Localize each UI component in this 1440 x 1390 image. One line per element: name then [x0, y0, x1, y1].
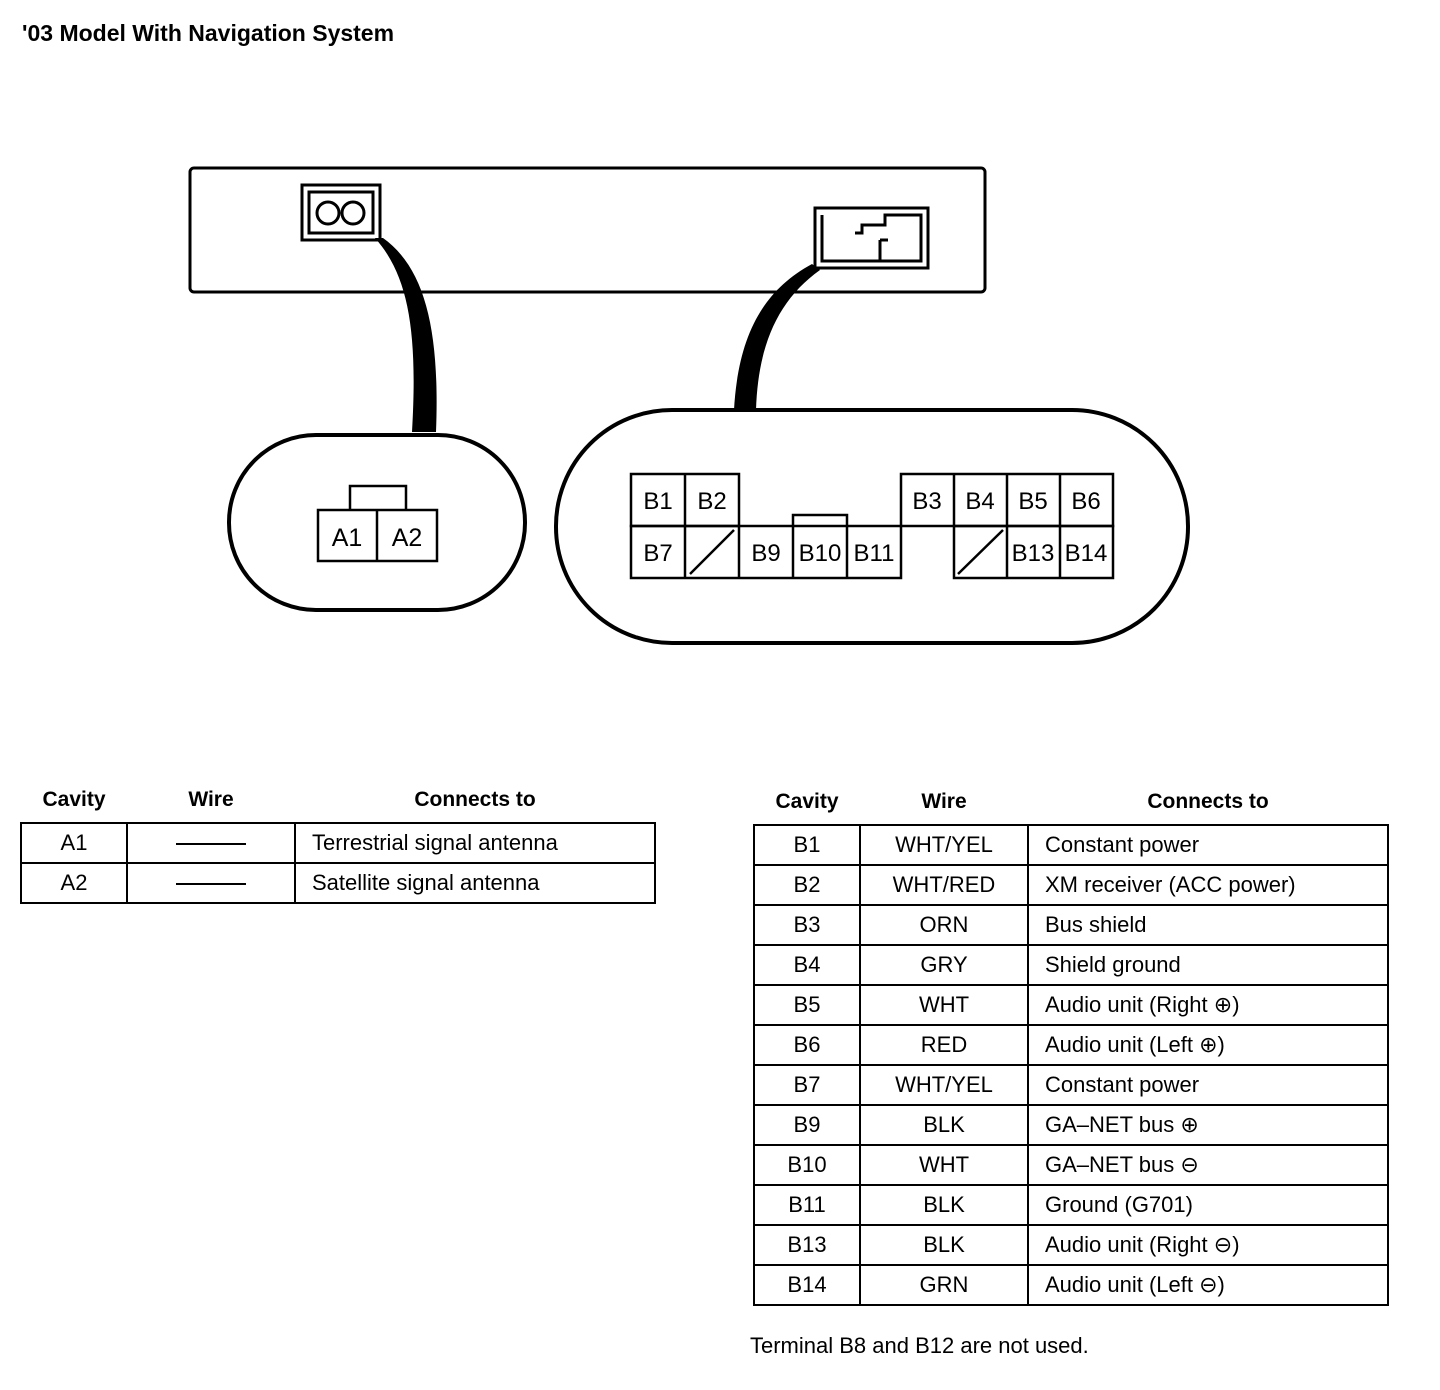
header-connects: Connects to	[414, 788, 536, 811]
cell-connects: Audio unit (Left ⊖)	[1027, 1264, 1389, 1306]
cell-cavity: B1	[753, 824, 861, 866]
cell-wire: BLK	[859, 1224, 1029, 1266]
cell-wire: GRN	[859, 1264, 1029, 1306]
cell-cavity: B10	[753, 1144, 861, 1186]
cell-cavity: B11	[753, 1184, 861, 1226]
cell-connects: XM receiver (ACC power)	[1027, 864, 1389, 906]
cell-cavity: B14	[753, 1264, 861, 1306]
cell-cavity: B7	[753, 1064, 861, 1106]
cavity-b6: B6	[1071, 488, 1100, 515]
cell-connects: Constant power	[1027, 824, 1389, 866]
cell-cavity: B9	[753, 1104, 861, 1146]
cell-wire: RED	[859, 1024, 1029, 1066]
cavity-b7: B7	[643, 540, 672, 567]
cell-wire: WHT/RED	[859, 864, 1029, 906]
cell-wire: WHT/YEL	[859, 1064, 1029, 1106]
cavity-b1: B1	[643, 488, 672, 515]
cell-connects: Constant power	[1027, 1064, 1389, 1106]
page-title: '03 Model With Navigation System	[22, 20, 395, 46]
cell-connects: Audio unit (Right ⊕)	[1027, 984, 1389, 1026]
footnote: Terminal B8 and B12 are not used.	[750, 1333, 1089, 1358]
unit-body	[188, 166, 987, 294]
harness-cable	[734, 264, 820, 410]
cavity-b5: B5	[1018, 488, 1047, 515]
cell-cavity: B2	[753, 864, 861, 906]
cavity-b3: B3	[912, 488, 941, 515]
cell-wire	[126, 862, 296, 904]
cavity-b4: B4	[965, 488, 994, 515]
connector-b-housing	[554, 408, 1190, 645]
cavity-a1: A1	[332, 524, 363, 552]
cell-connects: Audio unit (Right ⊖)	[1027, 1224, 1389, 1266]
header-cavity: Cavity	[42, 788, 106, 811]
table-header: Cavity Wire Connects to	[21, 788, 655, 823]
cell-connects: Satellite signal antenna	[294, 862, 656, 904]
no-wire-dash	[176, 843, 246, 846]
cell-connects: Ground (G701)	[1027, 1184, 1389, 1226]
header-cavity: Cavity	[775, 790, 839, 813]
cell-wire: WHT	[859, 984, 1029, 1026]
cell-cavity: B13	[753, 1224, 861, 1266]
connector-a-housing	[227, 433, 527, 612]
cell-wire	[126, 822, 296, 864]
table-header: Cavity Wire Connects to	[754, 790, 1388, 825]
cell-wire: WHT/YEL	[859, 824, 1029, 866]
cell-connects: GA–NET bus ⊖	[1027, 1144, 1389, 1186]
cavity-a2: A2	[392, 524, 423, 552]
antenna-jack	[300, 183, 382, 242]
cell-connects: GA–NET bus ⊕	[1027, 1104, 1389, 1146]
cell-connects: Terrestrial signal antenna	[294, 822, 656, 864]
cell-cavity: A2	[20, 862, 128, 904]
cell-wire: GRY	[859, 944, 1029, 986]
table-row: A2 Satellite signal antenna	[20, 862, 656, 904]
header-wire: Wire	[921, 790, 967, 813]
cell-cavity: B3	[753, 904, 861, 946]
header-wire: Wire	[188, 788, 234, 811]
cavity-b14: B14	[1065, 540, 1108, 567]
cell-cavity: B5	[753, 984, 861, 1026]
cavity-b10: B10	[799, 540, 842, 567]
no-wire-dash	[176, 883, 246, 886]
cell-cavity: B4	[753, 944, 861, 986]
cell-cavity: B6	[753, 1024, 861, 1066]
cavity-b9: B9	[751, 540, 780, 567]
cell-connects: Shield ground	[1027, 944, 1389, 986]
cell-connects: Bus shield	[1027, 904, 1389, 946]
cell-wire: BLK	[859, 1184, 1029, 1226]
table-connector-a: Cavity Wire Connects to A1 Terrestrial s…	[20, 788, 656, 904]
harness-jack	[813, 206, 930, 270]
antenna-cable	[375, 238, 437, 432]
cell-wire: ORN	[859, 904, 1029, 946]
cell-cavity: A1	[20, 822, 128, 864]
cavity-b13: B13	[1012, 540, 1055, 567]
header-connects: Connects to	[1147, 790, 1269, 813]
cell-wire: WHT	[859, 1144, 1029, 1186]
cavity-b2: B2	[697, 488, 726, 515]
connector-diagram: A1 A2 B1 B2 B3 B4 B5 B6 B7 B9 B10 B11 B1…	[188, 166, 1190, 645]
cell-connects: Audio unit (Left ⊕)	[1027, 1024, 1389, 1066]
cell-wire: BLK	[859, 1104, 1029, 1146]
table-row: A1 Terrestrial signal antenna	[20, 822, 656, 864]
cavity-b11: B11	[854, 540, 895, 567]
